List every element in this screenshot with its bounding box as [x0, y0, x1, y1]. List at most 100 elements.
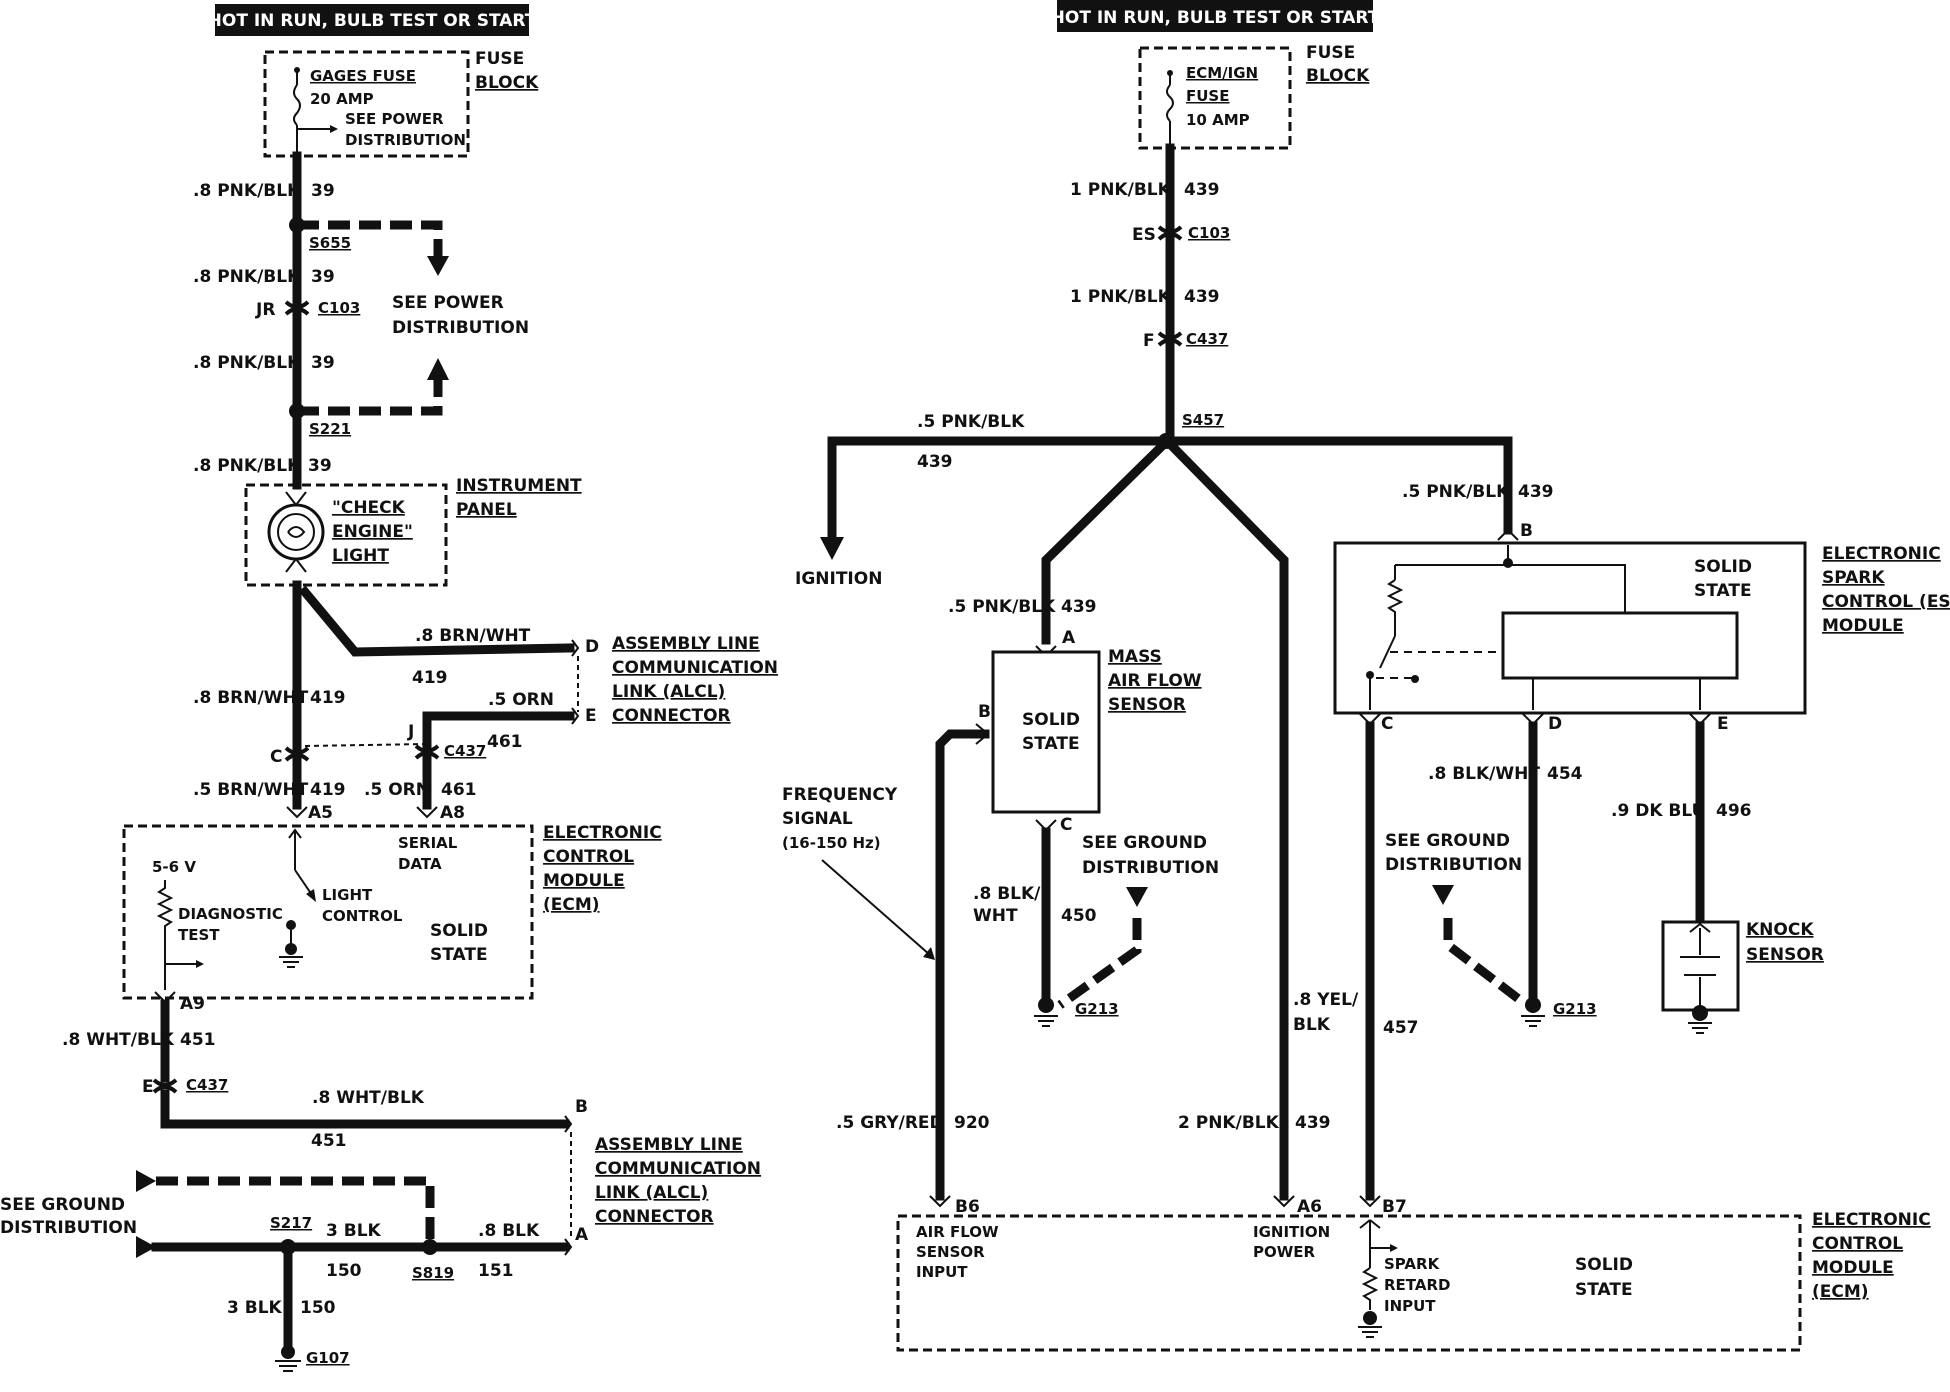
right-solid-2: STATE [1575, 1280, 1633, 1300]
left-header: HOT IN RUN, BULB TEST OR START [208, 11, 537, 31]
maf-ss-2: STATE [1022, 734, 1080, 754]
s655-arrow-icon [427, 256, 449, 276]
g107-ground-icon [275, 1345, 301, 1372]
gry-gauge: .5 GRY/RED [836, 1113, 944, 1133]
left-fuse-block-label-1: FUSE [475, 49, 524, 69]
left-ecm-3: MODULE [543, 871, 625, 891]
pin-d: D [585, 637, 599, 657]
esc-pin-b: B [1520, 521, 1533, 541]
pin-a8: A8 [440, 803, 465, 823]
maf-pin-c: C [1060, 815, 1072, 835]
w3-gauge: .8 PNK/BLK [193, 353, 301, 373]
right-ecm-box [896, 1214, 1802, 1352]
knock-1: KNOCK [1746, 920, 1814, 940]
maf-gnd-gauge-2: WHT [973, 906, 1018, 926]
splice-s819-dot [422, 1239, 438, 1255]
pin-e: E [585, 706, 597, 726]
pin-a: A [575, 1225, 589, 1245]
conn-es: ES [1132, 225, 1156, 245]
right-fuse-block [1138, 46, 1292, 150]
ign-pwr-2: POWER [1253, 1243, 1316, 1261]
w9-gauge: .8 WHT/BLK [312, 1088, 425, 1108]
alcl2-1: ASSEMBLY LINE [595, 1135, 743, 1155]
knock-sensor-icon [1680, 922, 1720, 1034]
pin-a9: A9 [180, 994, 205, 1014]
left-fuse-rating: 20 AMP [310, 90, 374, 108]
yel-gauge-2: BLK [1293, 1015, 1331, 1035]
left-ecm-4: (ECM) [543, 895, 600, 915]
afs-2: SENSOR [916, 1243, 985, 1261]
blk3v-gauge: 3 BLK [227, 1298, 283, 1318]
pin-j: J [407, 722, 414, 742]
w3-circuit: 39 [311, 353, 335, 373]
w6-gauge: .5 BRN/WHT [193, 780, 309, 800]
conn-f: F [1143, 331, 1155, 351]
light-control-2: CONTROL [322, 907, 403, 925]
connector-c103-right-icon [1157, 225, 1183, 241]
ignition-arrow-icon [820, 537, 844, 560]
lamp-label-3: LIGHT [332, 546, 389, 566]
right-ecm-3: MODULE [1812, 1258, 1894, 1278]
brn-wht-top-circuit: 419 [412, 668, 448, 688]
left-ecm-box [122, 824, 534, 1000]
ground-wire-dashed [156, 1176, 435, 1240]
lamp-label-1: "CHECK [332, 498, 406, 518]
blk8-circuit: 151 [478, 1261, 514, 1281]
left-ecm-2: CONTROL [543, 847, 634, 867]
rw1-gauge: 1 PNK/BLK [1070, 180, 1172, 200]
w7-gauge: .5 ORN [364, 780, 430, 800]
brn-wht-top: .8 BRN/WHT [415, 626, 531, 646]
wire-ign-439 [1167, 441, 1289, 1201]
esc-pin-d: D [1548, 714, 1562, 734]
ign-gauge: 2 PNK/BLK [1178, 1113, 1280, 1133]
right-fuse-name-1: ECM/IGN [1186, 64, 1258, 82]
connector-c437-icon [284, 744, 440, 762]
right-circuit: HOT IN RUN, BULB TEST OR START ECM/IGN F… [782, 0, 1950, 1352]
ignition: IGNITION [795, 569, 882, 589]
see-ground-arrow-icon [1126, 887, 1148, 907]
alcl2-3: LINK (ALCL) [595, 1183, 708, 1203]
esc-1: ELECTRONIC [1822, 544, 1941, 564]
w4-circuit: 39 [308, 456, 332, 476]
maf-circuit: 439 [1061, 597, 1097, 617]
esc-circuit: 439 [1518, 482, 1554, 502]
ground-g107: G107 [306, 1349, 350, 1367]
right-ecm-4: (ECM) [1812, 1282, 1869, 1302]
bus-right [1165, 436, 1513, 535]
s655-branch [297, 220, 443, 257]
maf-pin-b: B [978, 702, 991, 722]
knock-2: SENSOR [1746, 945, 1824, 965]
maf-ss-1: SOLID [1022, 710, 1080, 730]
rw1-circuit: 439 [1184, 180, 1220, 200]
pin-b: B [575, 1097, 588, 1117]
alcl1-1: ASSEMBLY LINE [612, 634, 760, 654]
maf-gnd-gauge-1: .8 BLK/ [973, 884, 1041, 904]
rw2-gauge: 1 PNK/BLK [1070, 287, 1172, 307]
bus-left [827, 436, 1167, 541]
right-header: HOT IN RUN, BULB TEST OR START [1051, 8, 1380, 28]
w5-circuit: 419 [310, 688, 346, 708]
s221-branch [297, 380, 443, 416]
see-ground-2: DISTRIBUTION [0, 1218, 137, 1238]
blk3v-circuit: 150 [300, 1298, 336, 1318]
right-fuse-rating: 10 AMP [1186, 111, 1250, 129]
alcl2-4: CONNECTOR [595, 1207, 714, 1227]
conn-c103: C103 [318, 299, 360, 317]
w4-gauge: .8 PNK/BLK [193, 456, 301, 476]
pin-c: C [270, 747, 282, 767]
freq-1: FREQUENCY [782, 785, 898, 805]
w8-circuit: 451 [180, 1030, 216, 1050]
ip-label-2: PANEL [456, 500, 517, 520]
esc-ss-1: SOLID [1694, 557, 1752, 577]
lamp-label-2: ENGINE" [332, 522, 413, 542]
left-fuse-see-power-2: DISTRIBUTION [345, 131, 466, 149]
alcl1-2: COMMUNICATION [612, 658, 778, 678]
ground-dashed-esc [1443, 918, 1523, 1004]
ign-pwr-1: IGNITION [1253, 1223, 1330, 1241]
w9-circuit: 451 [311, 1131, 347, 1151]
g213a: G213 [1075, 1000, 1119, 1018]
spark-3: INPUT [1384, 1297, 1436, 1315]
maf-3: SENSOR [1108, 695, 1186, 715]
diag-2: TEST [178, 926, 220, 944]
